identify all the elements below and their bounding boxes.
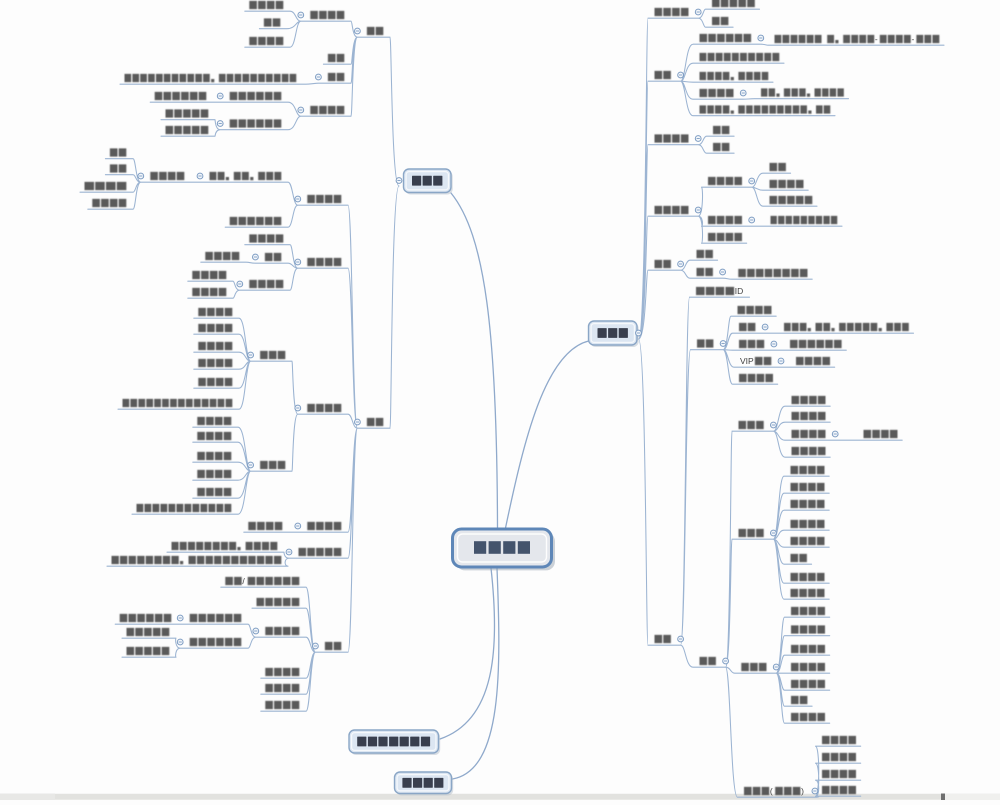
svg-text:-: - xyxy=(875,34,878,44)
svg-text:ID: ID xyxy=(735,286,744,296)
svg-text:VIP: VIP xyxy=(740,356,754,366)
svg-text:-: - xyxy=(912,34,915,44)
svg-text:(: ( xyxy=(770,786,773,796)
svg-text:): ) xyxy=(801,786,804,796)
svg-text:/: / xyxy=(242,576,245,586)
